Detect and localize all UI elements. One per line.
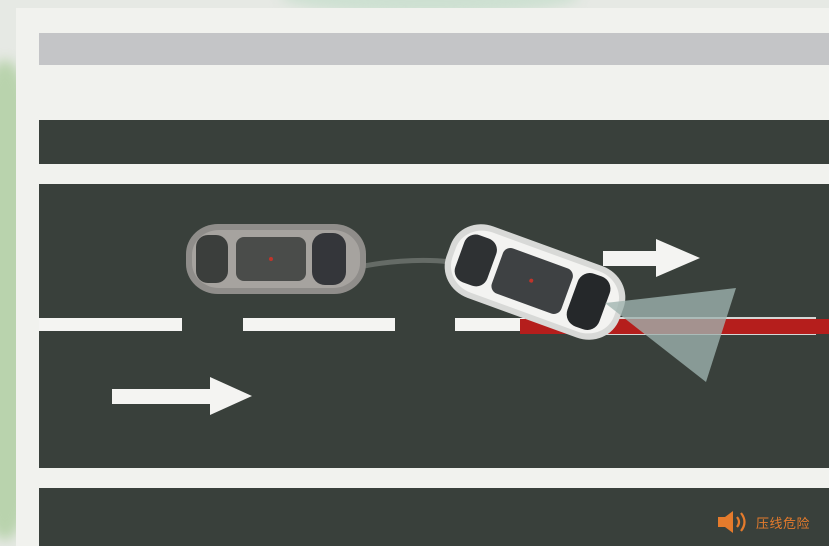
warning-label: 压线危险 [756,513,810,532]
trajectory-path [355,260,450,268]
direction-arrow-lower [112,377,252,415]
ghost-car [186,224,366,294]
speaker-icon [716,509,750,535]
sensor-cone [605,288,736,382]
lane-departure-warning: 压线危险 [716,508,810,536]
active-car [436,215,635,349]
direction-arrow-upper [603,239,700,277]
